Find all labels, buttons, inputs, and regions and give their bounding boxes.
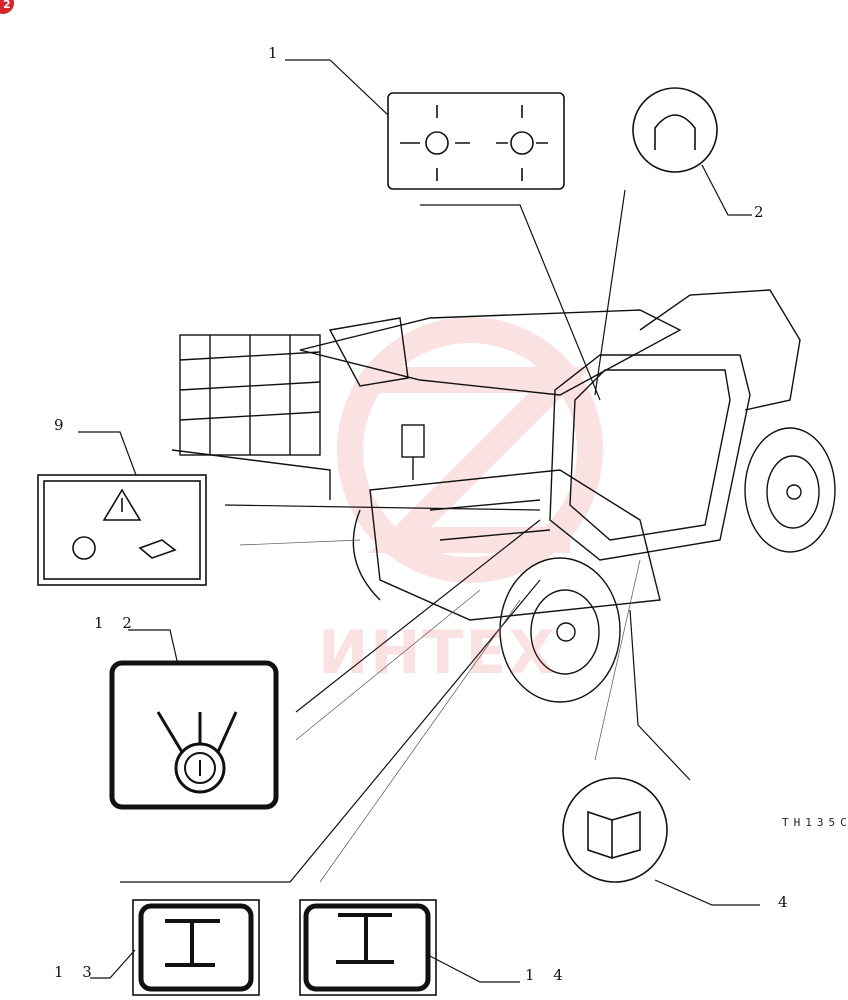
decal-12-key-switch: [109, 660, 279, 810]
pointer-lines-thin: [239, 539, 641, 883]
pointer-lines: [120, 189, 691, 883]
leader-line-1: [285, 59, 389, 116]
callout-4: 4: [778, 893, 795, 911]
leader-line-9: [78, 431, 137, 476]
callout-14: 1 4: [525, 966, 570, 984]
callout-1: 1: [268, 44, 285, 62]
drawing-code: TH135C: [782, 816, 848, 829]
leader-line-2: [701, 164, 752, 216]
decal-1-joystick: [387, 92, 565, 190]
decal-13-steering: [132, 899, 260, 996]
callout-13: 1 3: [54, 963, 99, 981]
callout-12: 1 2: [94, 614, 139, 632]
leader-line-4: [654, 879, 760, 906]
decal-9-warning: [37, 474, 207, 586]
watermark-text: ИНТЕХ: [318, 618, 557, 688]
decal-14-steering: [299, 899, 437, 996]
leader-line-14: [427, 954, 520, 983]
callout-9: 9: [54, 416, 71, 434]
leader-line-12: [128, 629, 179, 666]
leader-line-13: [90, 949, 136, 979]
decal-2-helmet: [632, 87, 718, 173]
telehandler-illustration: [171, 289, 836, 703]
decal-4-manual: [562, 777, 668, 883]
callout-2: 2: [754, 203, 771, 221]
corner-badge: 2: [0, 0, 14, 14]
watermark-logo: [337, 317, 603, 583]
